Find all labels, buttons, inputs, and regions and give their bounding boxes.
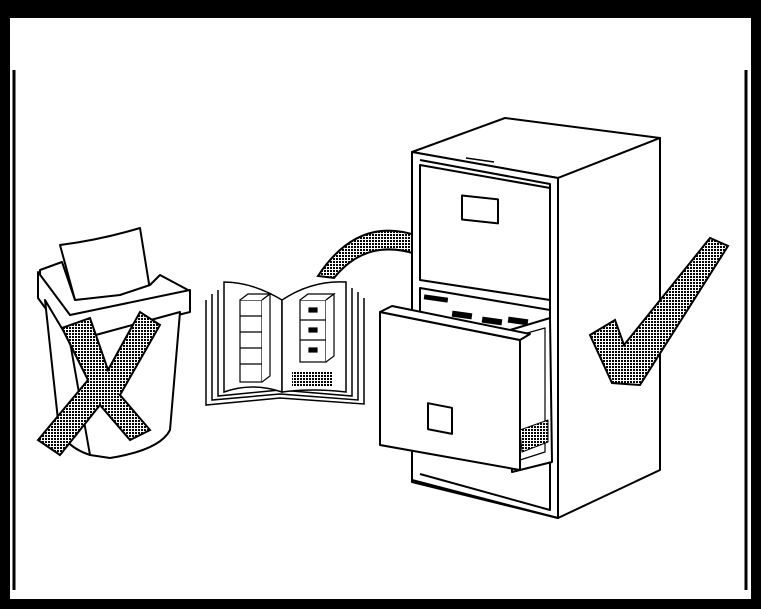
frame-top-band xyxy=(0,0,761,18)
open-drawer-handle xyxy=(427,402,453,435)
filing-cabinet-icon xyxy=(379,117,661,519)
open-manual-icon xyxy=(205,281,365,406)
x-mark-icon xyxy=(36,310,162,457)
cabinet-drawing xyxy=(299,292,336,363)
top-drawer xyxy=(419,164,551,301)
manual-text-lines xyxy=(292,372,332,386)
bookshelf-drawing xyxy=(239,292,272,383)
check-mark-icon xyxy=(588,236,730,387)
top-drawer-handle xyxy=(461,194,499,225)
